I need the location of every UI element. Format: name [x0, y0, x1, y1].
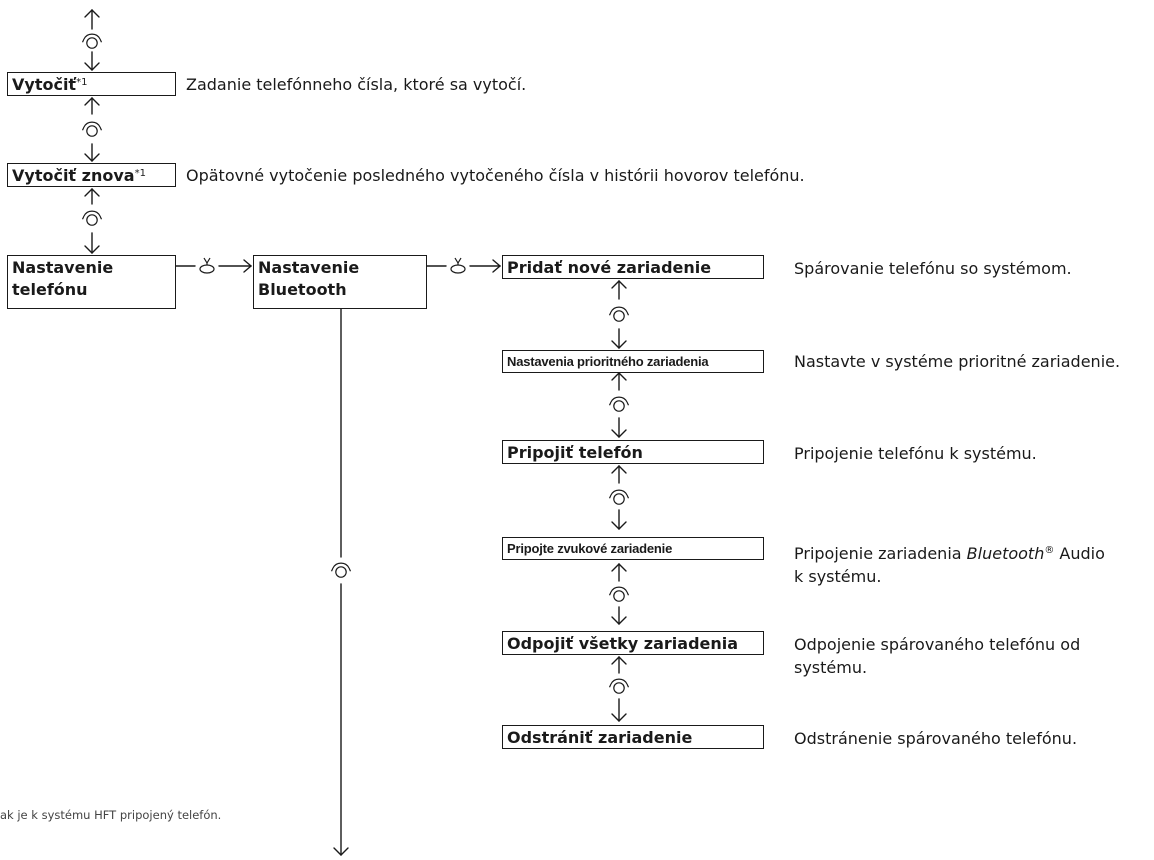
rotate-knob-icon [608, 678, 630, 694]
disconnect-all-description: Odpojenie spárovaného telefónu od systém… [794, 633, 1080, 679]
submenu-item-connect-audio[interactable]: Pripojte zvukové zariadenie [502, 537, 764, 560]
connect-audio-desc-line2: k systému. [794, 567, 882, 586]
submenu-item-disconnect-all[interactable]: Odpojiť všetky zariadenia [502, 631, 764, 655]
phone-setup-label-line1: Nastavenie [12, 258, 114, 277]
arrow-up-sub-4 [611, 563, 627, 582]
arrow-up-sub-3 [611, 465, 627, 484]
menu-item-bluetooth-setup[interactable]: Nastavenie Bluetooth [253, 255, 427, 309]
rotate-knob-icon [330, 562, 352, 578]
arrow-up-2 [84, 97, 100, 115]
long-vertical-line [333, 308, 349, 856]
dial-description: Zadanie telefónneho čísla, ktoré sa vyto… [186, 75, 527, 94]
rotate-knob-icon [608, 396, 630, 412]
submenu-item-add-device[interactable]: Pridať nové zariadenie [502, 255, 764, 279]
priority-device-label: Nastavenia prioritného zariadenia [507, 354, 709, 369]
arrow-down-sub-1 [611, 328, 627, 349]
arrow-down-2 [84, 143, 100, 162]
delete-device-description: Odstránenie spárovaného telefónu. [794, 729, 1078, 748]
rotate-knob-icon [81, 210, 103, 226]
arrow-up-3 [84, 188, 100, 205]
arrow-down-sub-4 [611, 606, 627, 625]
connect-audio-label: Pripojte zvukové zariadenie [507, 541, 673, 556]
arrow-down-sub-3 [611, 509, 627, 530]
connect-audio-desc-pre: Pripojenie zariadenia [794, 544, 967, 563]
priority-device-description: Nastavte v systéme prioritné zariadenie. [794, 352, 1121, 371]
connect-phone-description: Pripojenie telefónu k systému. [794, 444, 1037, 463]
add-device-description: Spárovanie telefónu so systémom. [794, 259, 1072, 278]
disconnect-all-desc-line1: Odpojenie spárovaného telefónu od [794, 635, 1081, 654]
registered-mark: ® [1044, 545, 1055, 556]
rotate-knob-icon [608, 306, 630, 322]
redial-description: Opätovné vytočenie posledného vytočeného… [186, 166, 805, 185]
menu-item-dial[interactable]: Vytočiť*1 [7, 72, 176, 96]
arrow-up-top [84, 9, 100, 30]
press-knob-icon [199, 257, 215, 274]
connect-phone-label: Pripojiť telefón [507, 443, 643, 462]
menu-item-redial[interactable]: Vytočiť znova*1 [7, 163, 176, 187]
arrow-up-sub-1 [611, 280, 627, 300]
menu-item-redial-label: Vytočiť znova [12, 166, 135, 185]
menu-item-phone-setup[interactable]: Nastavenie telefónu [7, 255, 176, 309]
bluetooth-brand: Bluetooth [966, 544, 1045, 563]
arrow-up-sub-2 [611, 372, 627, 391]
disconnect-all-label: Odpojiť všetky zariadenia [507, 634, 739, 653]
rotate-knob-icon [608, 586, 630, 602]
rotate-knob-icon [81, 33, 103, 49]
submenu-item-priority-device[interactable]: Nastavenia prioritného zariadenia [502, 350, 764, 373]
bluetooth-setup-label-line1: Nastavenie [258, 258, 360, 277]
arrow-down-sub-5 [611, 698, 627, 722]
footnote-mark: *1 [76, 77, 88, 88]
submenu-item-delete-device[interactable]: Odstrániť zariadenie [502, 725, 764, 749]
arrow-up-sub-5 [611, 656, 627, 674]
menu-item-dial-label: Vytočiť [12, 75, 77, 94]
rotate-knob-icon [608, 489, 630, 505]
arrow-down-sub-2 [611, 417, 627, 438]
connector-phone-to-bluetooth [175, 259, 253, 273]
delete-device-label: Odstrániť zariadenie [507, 728, 693, 747]
connector-bluetooth-to-submenu [426, 259, 502, 273]
arrow-down-3 [84, 232, 100, 254]
connect-audio-desc-post: Audio [1054, 544, 1105, 563]
phone-setup-label-line2: telefónu [12, 280, 88, 299]
bluetooth-setup-label-line2: Bluetooth [258, 280, 347, 299]
submenu-item-connect-phone[interactable]: Pripojiť telefón [502, 440, 764, 464]
arrow-down-1 [84, 51, 100, 71]
footnote-text: ak je k systému HFT pripojený telefón. [0, 808, 222, 822]
rotate-knob-icon [81, 121, 103, 137]
footnote-mark: *1 [134, 168, 146, 179]
press-knob-icon [450, 257, 466, 274]
connect-audio-description: Pripojenie zariadenia Bluetooth® Audio k… [794, 539, 1105, 588]
disconnect-all-desc-line2: systému. [794, 658, 868, 677]
add-device-label: Pridať nové zariadenie [507, 258, 712, 277]
